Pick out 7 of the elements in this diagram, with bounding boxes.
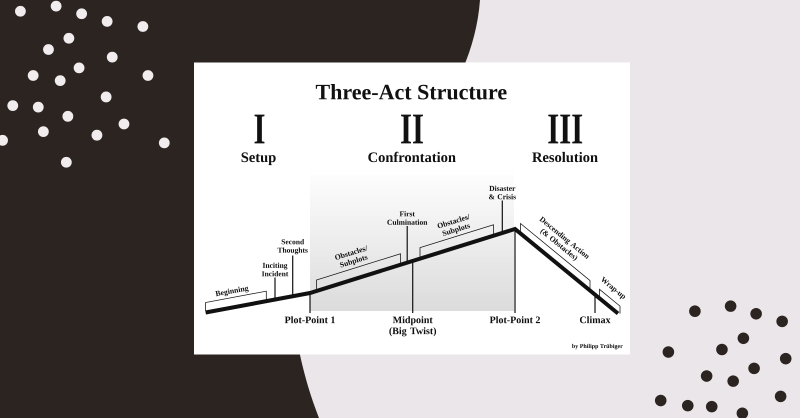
plot-point-label: Plot-Point 2	[490, 316, 540, 324]
roman-numeral: III	[548, 114, 582, 144]
plot-point-label: Climax	[580, 316, 611, 324]
leader-line	[514, 229, 516, 313]
leader-line	[502, 200, 503, 232]
act-label: Resolution	[532, 152, 598, 162]
leader-line	[594, 295, 596, 313]
